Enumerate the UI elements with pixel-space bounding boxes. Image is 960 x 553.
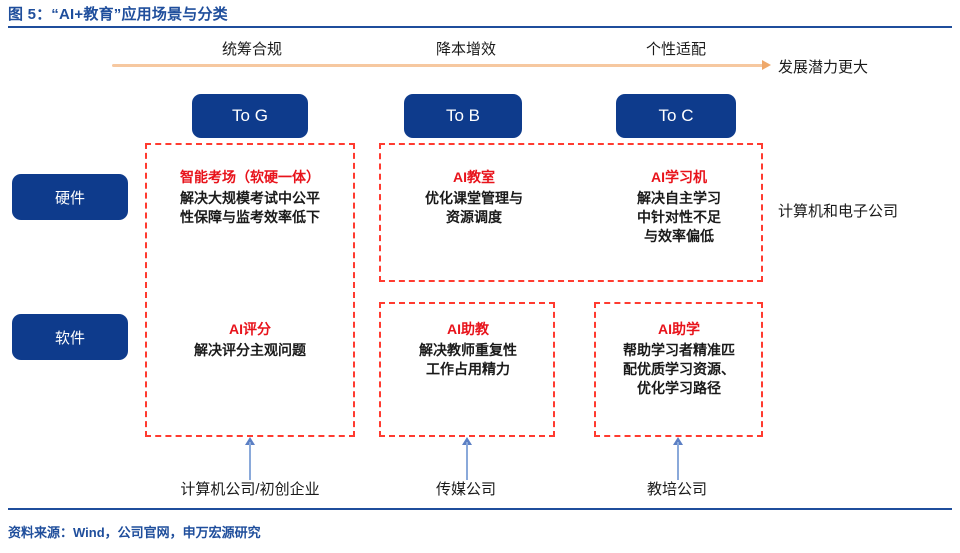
cell-heading: 智能考场（软硬一体） <box>180 169 320 185</box>
column-pill-toc[interactable]: To C <box>616 94 736 138</box>
dashed-box-software-toc <box>594 302 763 437</box>
cell-heading: AI助学 <box>658 321 700 337</box>
stage-label-2: 降本增效 <box>435 41 496 58</box>
arrow-up-icon <box>462 437 472 445</box>
cell-heading: AI评分 <box>229 321 271 337</box>
cell-heading: AI助教 <box>447 321 489 337</box>
cell-body-line: 帮助学习者精准匹 <box>623 342 735 358</box>
cell-body: 解决教师重复性 工作占用精力 <box>384 341 552 379</box>
footer-divider <box>8 508 952 510</box>
right-side-note: 计算机和电子公司 <box>778 203 899 220</box>
cell-body: 解决评分主观问题 <box>150 341 350 360</box>
dashed-box-hardware-tob-toc <box>379 143 763 282</box>
cell-software-toc: AI助学 帮助学习者精准匹 配优质学习资源、 优化学习路径 <box>598 320 760 398</box>
cell-body: 帮助学习者精准匹 配优质学习资源、 优化学习路径 <box>598 341 760 398</box>
column-pill-tob[interactable]: To B <box>404 94 522 138</box>
cell-body-line: 与效率偏低 <box>644 228 714 244</box>
cell-body: 解决大规模考试中公平 性保障与监考效率低下 <box>150 189 350 227</box>
cell-heading: AI学习机 <box>651 169 707 185</box>
dashed-box-tog-column <box>145 143 355 437</box>
cell-body-line: 性保障与监考效率低下 <box>180 209 320 225</box>
cell-hardware-tog: 智能考场（软硬一体） 解决大规模考试中公平 性保障与监考效率低下 <box>150 168 350 227</box>
title-divider <box>8 26 952 28</box>
arrow-up-stem <box>466 442 468 480</box>
column-pill-tog[interactable]: To G <box>192 94 308 138</box>
cell-body-line: 解决教师重复性 <box>419 342 517 358</box>
cell-body-line: 解决自主学习 <box>637 190 721 206</box>
page-title: 图 5：“AI+教育”应用场景与分类 <box>8 6 228 23</box>
trend-arrow-label: 发展潜力更大 <box>778 59 869 76</box>
cell-hardware-toc: AI学习机 解决自主学习 中针对性不足 与效率偏低 <box>596 168 762 246</box>
cell-hardware-tob: AI教室 优化课堂管理与 资源调度 <box>386 168 562 227</box>
row-pill-hardware[interactable]: 硬件 <box>12 174 128 220</box>
cell-body-line: 配优质学习资源、 <box>623 361 735 377</box>
source-note: 资料来源：Wind，公司官网，申万宏源研究 <box>8 525 261 540</box>
cell-body-line: 资源调度 <box>446 209 502 225</box>
cell-body-line: 解决大规模考试中公平 <box>180 190 320 206</box>
stage-label-1: 统筹合规 <box>221 41 282 58</box>
arrow-up-stem <box>249 442 251 480</box>
cell-software-tob: AI助教 解决教师重复性 工作占用精力 <box>384 320 552 379</box>
arrow-up-stem <box>677 442 679 480</box>
cell-body-line: 解决评分主观问题 <box>194 342 306 358</box>
cell-body-line: 优化学习路径 <box>637 380 721 396</box>
arrow-up-icon <box>245 437 255 445</box>
cell-body-line: 中针对性不足 <box>637 209 721 225</box>
stage-label-3: 个性适配 <box>645 41 706 58</box>
trend-arrow-line <box>112 64 764 67</box>
bottom-label-toc: 教培公司 <box>646 481 707 498</box>
cell-body-line: 工作占用精力 <box>426 361 510 377</box>
cell-heading: AI教室 <box>453 169 495 185</box>
row-pill-software[interactable]: 软件 <box>12 314 128 360</box>
arrow-right-icon <box>762 60 771 70</box>
dashed-box-software-tob <box>379 302 555 437</box>
arrow-up-icon <box>673 437 683 445</box>
cell-body-line: 优化课堂管理与 <box>425 190 523 206</box>
bottom-label-tob: 传媒公司 <box>435 481 496 498</box>
cell-body: 解决自主学习 中针对性不足 与效率偏低 <box>596 189 762 246</box>
cell-software-tog: AI评分 解决评分主观问题 <box>150 320 350 360</box>
bottom-label-tog: 计算机公司/初创企业 <box>180 481 320 498</box>
cell-body: 优化课堂管理与 资源调度 <box>386 189 562 227</box>
